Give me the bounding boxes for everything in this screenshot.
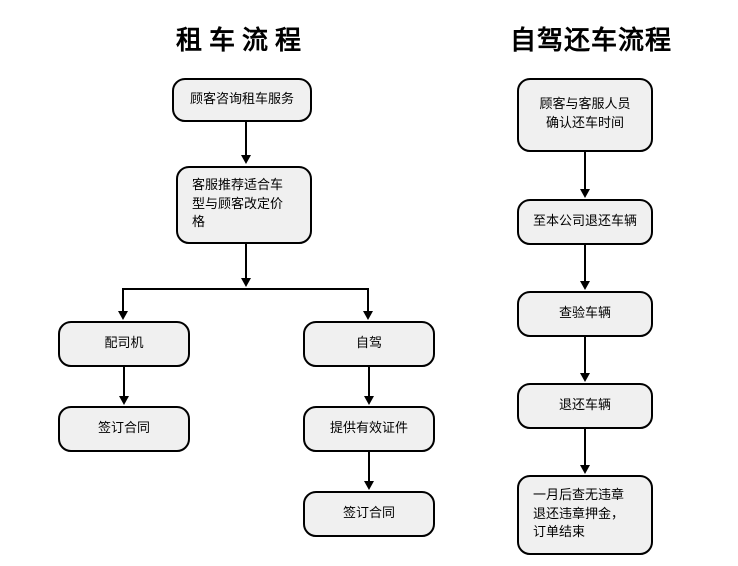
edge-return-2-to-3-arrow <box>580 281 590 290</box>
node-rent-4b-label: 提供有效证件 <box>329 420 408 436</box>
edge-return-4-to-5-line <box>584 429 586 467</box>
node-return-3[interactable]: 查验车辆 <box>517 291 653 337</box>
node-return-1-label: 顾客与客服人员 确认还车时间 <box>539 97 631 131</box>
edge-rent-split-right-line <box>367 288 369 314</box>
node-rent-1-label: 顾客咨询租车服务 <box>189 91 294 107</box>
edge-rent-2-to-split-arrow <box>241 278 251 287</box>
node-rent-2[interactable]: 客服推荐适合车 型与顾客改定价 格 <box>176 166 312 244</box>
edge-rent-3a-to-4a-line <box>123 367 125 398</box>
edge-rent-4b-to-5b-line <box>368 452 370 483</box>
edge-rent-split-bar <box>122 288 369 290</box>
right-flow-title: 自驾还车流程 <box>510 26 673 56</box>
edge-return-1-to-2-line <box>584 152 586 191</box>
edge-return-1-to-2-arrow <box>580 189 590 198</box>
node-return-4[interactable]: 退还车辆 <box>517 383 653 429</box>
node-rent-5b-label: 签订合同 <box>342 505 395 521</box>
edge-rent-split-left-line <box>122 288 124 314</box>
edge-rent-3b-to-4b-line <box>368 367 370 398</box>
node-rent-4b[interactable]: 提供有效证件 <box>303 406 435 452</box>
edge-return-3-to-4-line <box>584 337 586 375</box>
node-return-1[interactable]: 顾客与客服人员 确认还车时间 <box>517 78 653 152</box>
left-flow-title: 租车流程 <box>176 26 309 56</box>
edge-rent-split-right-arrow <box>363 311 373 320</box>
node-return-4-label: 退还车辆 <box>558 397 611 413</box>
edge-rent-4b-to-5b-arrow <box>364 481 374 490</box>
node-return-2-label: 至本公司退还车辆 <box>532 213 637 229</box>
node-rent-1[interactable]: 顾客咨询租车服务 <box>172 78 312 122</box>
edge-rent-split-left-arrow <box>118 311 128 320</box>
node-rent-3b[interactable]: 自驾 <box>303 321 435 367</box>
node-return-5-label: 一月后查无违章 退还违章押金， 订单结束 <box>533 487 625 541</box>
node-rent-2-label: 客服推荐适合车 型与顾客改定价 格 <box>192 177 284 231</box>
node-rent-4a[interactable]: 签订合同 <box>58 406 190 452</box>
node-return-5[interactable]: 一月后查无违章 退还违章押金， 订单结束 <box>517 475 653 555</box>
node-return-2[interactable]: 至本公司退还车辆 <box>517 199 653 245</box>
edge-rent-3b-to-4b-arrow <box>364 396 374 405</box>
edge-rent-1-to-2-arrow <box>241 155 251 164</box>
edge-return-3-to-4-arrow <box>580 373 590 382</box>
node-rent-3a-label: 配司机 <box>104 335 144 351</box>
node-rent-3b-label: 自驾 <box>355 335 382 351</box>
edge-rent-2-to-split-line <box>245 244 247 280</box>
node-rent-3a[interactable]: 配司机 <box>58 321 190 367</box>
node-rent-4a-label: 签订合同 <box>97 420 150 436</box>
node-rent-5b[interactable]: 签订合同 <box>303 491 435 537</box>
edge-rent-3a-to-4a-arrow <box>119 396 129 405</box>
node-return-3-label: 查验车辆 <box>558 305 611 321</box>
edge-return-2-to-3-line <box>584 245 586 283</box>
edge-return-4-to-5-arrow <box>580 465 590 474</box>
edge-rent-1-to-2-line <box>245 122 247 158</box>
